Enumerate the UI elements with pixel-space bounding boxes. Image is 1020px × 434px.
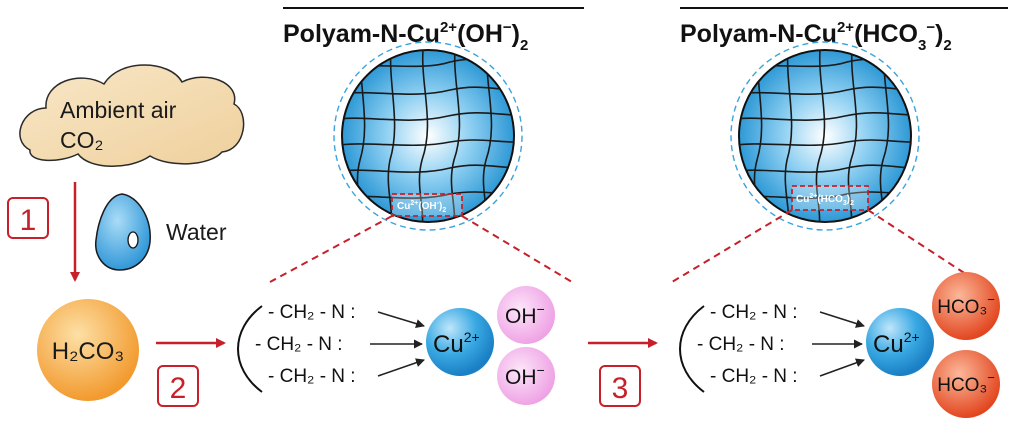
bond-right-1	[819, 311, 865, 328]
ambient-air-cloud: Ambient air CO₂	[19, 64, 245, 167]
bracket-left	[237, 305, 263, 393]
cloud-line2: CO₂	[60, 127, 103, 153]
zoom-line-right-a	[671, 209, 793, 283]
svg-text:1: 1	[20, 204, 37, 237]
bond-left-3	[377, 358, 425, 377]
water-label: Water	[166, 219, 227, 245]
svg-text:H₂CO₃: H₂CO₃	[52, 338, 124, 365]
cloud-line1: Ambient air	[60, 97, 177, 123]
chain-left-1: - CH₂ - N :	[268, 302, 356, 323]
chain-right-2: - CH₂ - N :	[697, 334, 785, 355]
svg-text:2: 2	[170, 372, 187, 405]
step2-box: 2	[157, 365, 199, 407]
svg-text:Cu2+: Cu2+	[873, 329, 920, 358]
polymer-bead-right	[730, 41, 920, 231]
svg-text:Cu2+(OH-)2: Cu2+(OH-)2	[397, 200, 446, 214]
bracket-right	[679, 305, 705, 393]
svg-text:HCO₃−: HCO₃−	[937, 292, 995, 318]
copper-ion-left: Cu2+	[426, 308, 494, 376]
chain-left-2: - CH₂ - N :	[255, 334, 343, 355]
copper-ion-right: Cu2+	[866, 308, 934, 376]
chain-left-3: - CH₂ - N :	[268, 366, 356, 387]
bond-left-1	[377, 311, 425, 328]
svg-text:Cu2+(HCO3)2: Cu2+(HCO3)2	[796, 193, 854, 207]
hydroxide-ion-top: OH−	[497, 286, 555, 344]
water-drop-icon	[95, 193, 151, 271]
zoom-line-left-a	[269, 215, 393, 283]
inset-right: Cu2+(HCO3)2	[791, 185, 869, 211]
svg-text:OH−: OH−	[505, 362, 545, 389]
bicarbonate-ion-top: HCO₃−	[932, 272, 1000, 340]
chain-right-3: - CH₂ - N :	[710, 366, 798, 387]
svg-text:Cu2+: Cu2+	[433, 329, 480, 358]
hydroxide-ion-bottom: OH−	[497, 347, 555, 405]
svg-text:3: 3	[612, 372, 629, 405]
svg-text:HCO₃−: HCO₃−	[937, 370, 995, 396]
title-right: Polyam-N-Cu2+(HCO3−)2	[680, 7, 1008, 54]
inset-left: Cu2+(OH-)2	[391, 193, 463, 217]
bond-right-3	[819, 358, 865, 377]
title-left: Polyam-N-Cu2+(OH−)2	[283, 7, 584, 54]
zoom-line-left-b	[461, 215, 573, 283]
svg-text:OH−: OH−	[505, 301, 545, 328]
chain-right-1: - CH₂ - N :	[710, 302, 798, 323]
bicarbonate-ion-bottom: HCO₃−	[932, 350, 1000, 418]
h2co3-sphere: H₂CO₃	[37, 299, 139, 401]
svg-text:Polyam-N-Cu2+(OH−)2: Polyam-N-Cu2+(OH−)2	[283, 19, 528, 54]
step3-box: 3	[599, 365, 641, 407]
zoom-line-right-b	[867, 209, 979, 283]
step1-box: 1	[7, 197, 49, 239]
svg-text:Polyam-N-Cu2+(HCO3−)2: Polyam-N-Cu2+(HCO3−)2	[680, 19, 952, 54]
